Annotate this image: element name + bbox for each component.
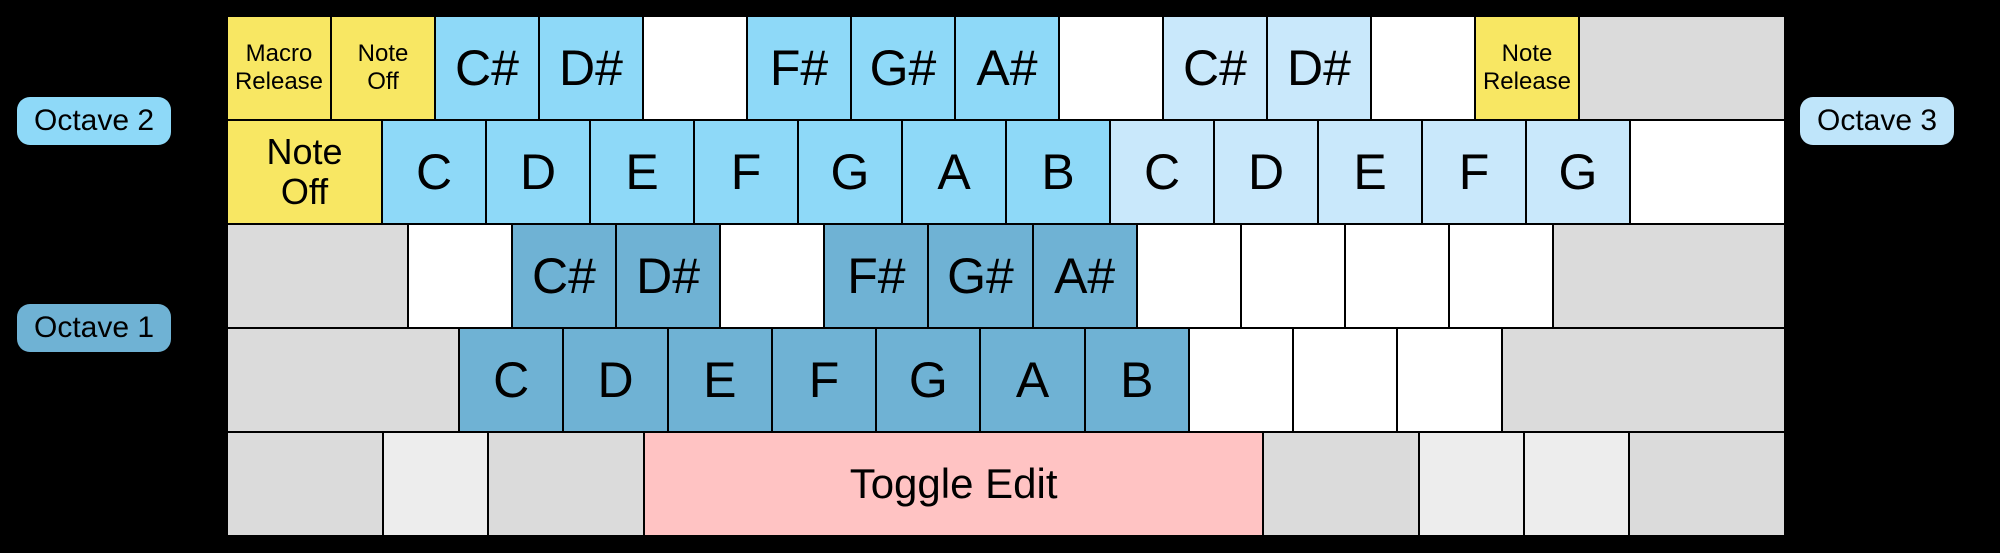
key-modifier-unused [1420, 433, 1523, 535]
key-f-oct1: F [772, 329, 876, 431]
key-modifier-unused [228, 225, 407, 327]
key-unmapped [721, 225, 824, 327]
key-macro-release: Macro Release [228, 17, 330, 119]
key-unmapped [1631, 121, 1784, 223]
key-c-oct3: C [1111, 121, 1213, 223]
key-f-oct3: F [1423, 121, 1525, 223]
key-b-oct1: B [1085, 329, 1188, 431]
key-f-oct2: F [695, 121, 797, 223]
octave-3-label: Octave 3 [1800, 97, 1955, 145]
key-modifier-unused [228, 433, 383, 535]
key-modifier-unused [228, 329, 459, 431]
key-unmapped [408, 225, 511, 327]
key-unmapped [1346, 225, 1449, 327]
key-d-oct3: D [1215, 121, 1317, 223]
key-modifier-unused [384, 433, 487, 535]
key-gsharp-oct2: G# [852, 17, 954, 119]
key-gsharp-oct1: G# [929, 225, 1032, 327]
key-g-oct3: G [1527, 121, 1629, 223]
bottom-row: Toggle Edit [228, 433, 1784, 535]
key-unmapped [1372, 17, 1474, 119]
key-e-oct3: E [1319, 121, 1421, 223]
key-unmapped [1450, 225, 1553, 327]
key-csharp-oct1: C# [512, 225, 616, 327]
key-modifier-unused [1264, 433, 1419, 535]
key-modifier-unused [1502, 329, 1784, 431]
key-note-off-number-row: Note Off [332, 17, 434, 119]
key-unmapped [1241, 225, 1344, 327]
key-modifier-unused [1580, 17, 1784, 119]
key-unmapped [1189, 329, 1293, 431]
key-unmapped [644, 17, 746, 119]
home-row: C#D# F#G#A# [228, 225, 1785, 327]
key-asharp-oct2: A# [956, 17, 1058, 119]
key-csharp-oct3: C# [1164, 17, 1266, 119]
key-note-off-tab: Note Off [228, 121, 381, 223]
key-modifier-unused [1629, 433, 1784, 535]
key-b-oct2: B [1007, 121, 1109, 223]
octave-1-label: Octave 1 [17, 304, 172, 352]
key-modifier-unused [1554, 225, 1785, 327]
key-dsharp-oct1: D# [617, 225, 720, 327]
key-modifier-unused [1525, 433, 1628, 535]
key-dsharp-oct3: D# [1268, 17, 1370, 119]
key-a-oct1: A [981, 329, 1084, 431]
key-c-oct1: C [460, 329, 563, 431]
key-g-oct1: G [877, 329, 980, 431]
key-fsharp-oct1: F# [825, 225, 928, 327]
key-note-release: Note Release [1476, 17, 1578, 119]
key-asharp-oct1: A# [1033, 225, 1136, 327]
key-unmapped [1060, 17, 1162, 119]
key-fsharp-oct2: F# [748, 17, 850, 119]
key-toggle-edit: Toggle Edit [645, 433, 1262, 535]
key-e-oct2: E [591, 121, 693, 223]
key-d-oct2: D [487, 121, 589, 223]
key-d-oct1: D [564, 329, 667, 431]
key-g-oct2: G [799, 121, 901, 223]
key-e-oct1: E [668, 329, 771, 431]
key-unmapped [1294, 329, 1397, 431]
key-unmapped [1398, 329, 1501, 431]
key-dsharp-oct2: D# [540, 17, 642, 119]
key-unmapped [1137, 225, 1240, 327]
octave-2-label: Octave 2 [17, 97, 172, 145]
key-c-oct2: C [383, 121, 485, 223]
key-csharp-oct2: C# [436, 17, 538, 119]
key-modifier-unused [489, 433, 644, 535]
key-a-oct2: A [903, 121, 1005, 223]
